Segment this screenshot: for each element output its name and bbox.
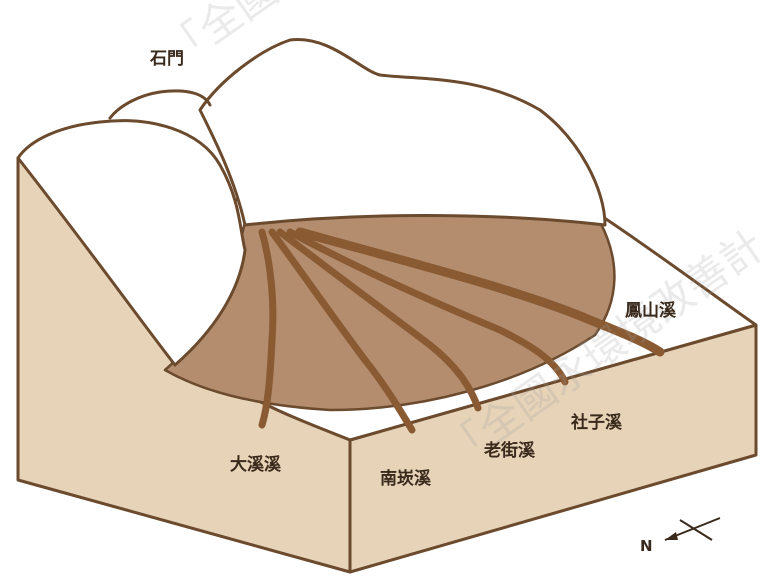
river-shezi xyxy=(286,228,569,386)
label-nantan: 南崁溪 xyxy=(380,469,431,489)
compass-north-label: N xyxy=(640,537,653,555)
label-laojie: 老街溪 xyxy=(484,441,535,461)
river-daxi xyxy=(258,228,277,429)
label-daxi: 大溪溪 xyxy=(230,455,281,475)
left-mountain xyxy=(16,119,247,367)
river-nantan xyxy=(268,228,416,434)
label-shezi: 社子溪 xyxy=(571,413,622,433)
label-fengshan: 鳳山溪 xyxy=(625,301,676,321)
main-mountain xyxy=(198,38,607,227)
back-peak xyxy=(108,89,212,120)
label-shimen: 石門 xyxy=(150,49,184,69)
river-laojie xyxy=(276,228,482,412)
north-arrow-icon xyxy=(664,517,721,541)
river-fengshan xyxy=(295,227,665,357)
